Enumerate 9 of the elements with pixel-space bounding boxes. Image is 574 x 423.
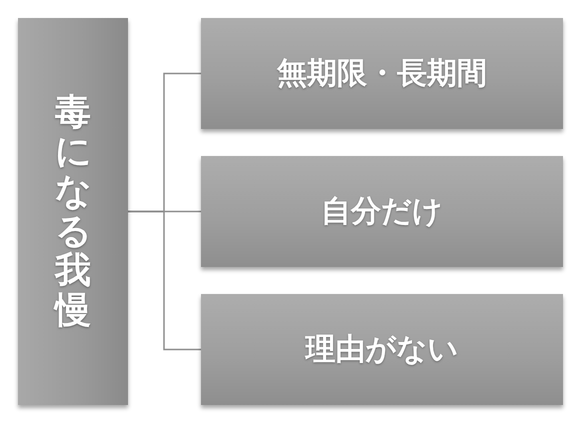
connector-line: [128, 210, 201, 350]
item-text: 無期限・長期間: [277, 55, 487, 93]
item-text: 理由がない: [306, 331, 458, 369]
item-box: [201, 294, 563, 405]
title-bar: [18, 18, 128, 405]
item-box: [201, 156, 563, 267]
item-box: [201, 18, 563, 129]
item-text: 自分だけ: [321, 193, 443, 231]
heading-text: 毒になる我慢: [55, 92, 91, 330]
